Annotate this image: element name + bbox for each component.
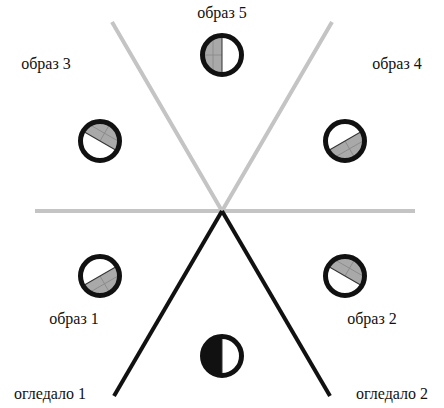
image-label: образ 3: [21, 55, 71, 73]
divide-line: [222, 37, 223, 73]
image-label: образ 1: [49, 310, 99, 328]
object-disc: [326, 251, 370, 295]
mirror-label: огледало 2: [356, 385, 428, 403]
divide-line: [222, 338, 223, 374]
object-disc: [326, 122, 370, 166]
divide-line: [84, 267, 115, 285]
object-disc: [203, 36, 242, 75]
disc-rim: [81, 122, 120, 161]
disc-rim: [81, 257, 120, 296]
image-label: образ 2: [347, 310, 397, 328]
mirror-label: огледало 1: [14, 385, 86, 403]
object-disc: [203, 337, 242, 376]
disc-rim: [326, 122, 365, 161]
disc-rim: [326, 257, 365, 296]
disc-rim: [203, 337, 242, 376]
object-disc: [81, 257, 125, 301]
divide-line: [329, 132, 360, 150]
grid-line: [213, 37, 214, 73]
image-label: образ 4: [372, 55, 422, 73]
divide-line: [84, 132, 115, 150]
image-label: образ 5: [197, 4, 247, 22]
disc-rim: [203, 36, 242, 75]
divide-line: [329, 267, 360, 285]
object-disc: [81, 116, 125, 160]
